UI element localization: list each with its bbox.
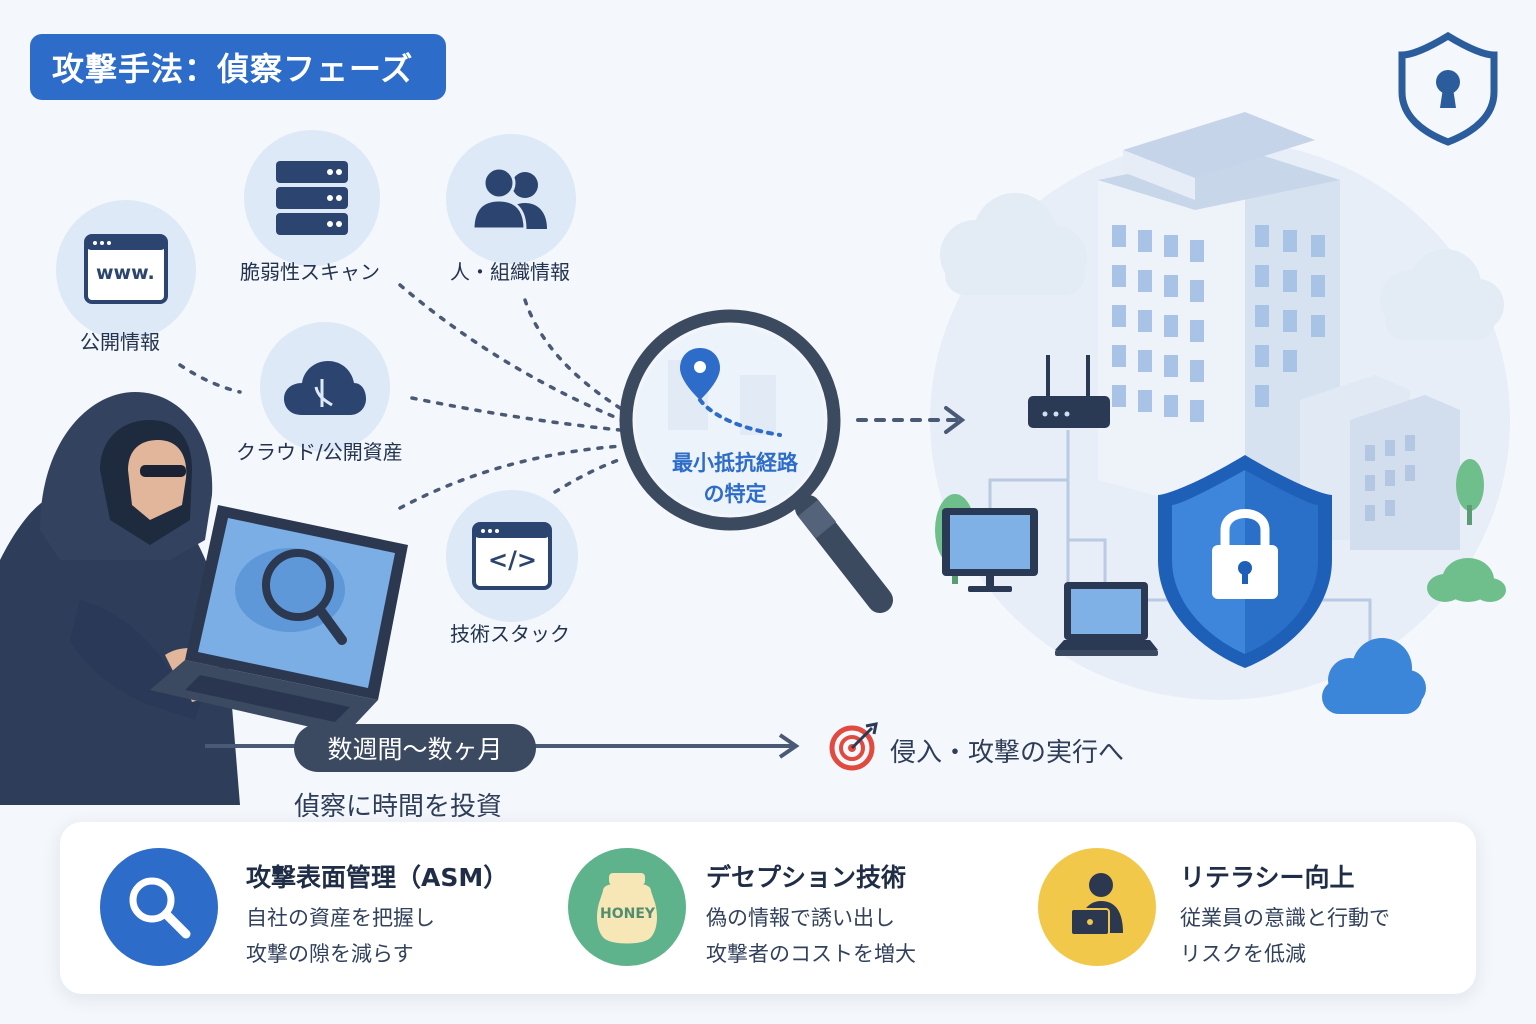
countermeasure-deception-desc-line1: 偽の情報で誘い出し: [706, 906, 895, 930]
source-people-org: [446, 134, 576, 264]
cloud-blue-icon: [1322, 638, 1426, 714]
www-label: www.: [96, 262, 155, 284]
target-icon: [829, 722, 878, 771]
countermeasure-literacy-desc-line1: 従業員の意識と行動で: [1180, 906, 1390, 930]
connector-lines: [178, 283, 626, 510]
countermeasure-asm-desc-line1: 自社の資産を把握し: [246, 906, 435, 930]
lens-caption: 最小抵抗経路 の特定: [640, 448, 830, 510]
timeline-caption: 偵察に時間を投資: [294, 792, 503, 822]
source-label-tech-stack: 技術スタック: [450, 622, 570, 646]
lens-caption-line2: の特定: [703, 482, 767, 506]
countermeasure-literacy-desc-line2: リスクを低減: [1180, 942, 1306, 966]
countermeasure-asm-title: 攻撃表面管理（ASM）: [246, 863, 509, 892]
laptop-device-icon: [1055, 582, 1158, 656]
countermeasure-literacy-icon-bg: [1038, 848, 1156, 966]
countermeasure-literacy-desc: 従業員の意識と行動で リスクを低減: [1180, 900, 1390, 972]
cloud-icon: [284, 361, 366, 415]
cloud-right-icon: [1380, 249, 1504, 340]
countermeasure-deception-title: デセプション技術: [706, 863, 907, 892]
page-title: 攻撃手法：偵察フェーズ: [30, 34, 446, 100]
code-window-icon: [472, 522, 552, 590]
monitor-icon: [942, 508, 1038, 592]
people-icon: [471, 167, 547, 231]
honey-label: HONEY: [600, 906, 656, 922]
security-shield-icon: [1158, 455, 1332, 668]
source-public-info: www.: [56, 200, 196, 340]
source-label-people-org: 人・組織情報: [450, 260, 570, 284]
attacker-laptop: [150, 505, 408, 735]
countermeasure-deception-icon-bg: HONEY: [568, 848, 686, 966]
honey-pot-icon: [597, 873, 657, 944]
arrow-to-target: [856, 406, 966, 434]
source-tech-stack: </>: [446, 490, 578, 622]
countermeasure-deception-desc: 偽の情報で誘い出し 攻撃者のコストを増大: [706, 900, 916, 972]
router-icon: [1028, 355, 1110, 428]
magnifier-icon: [129, 877, 191, 939]
magnifying-lens: [619, 309, 893, 613]
countermeasure-deception-desc-line2: 攻撃者のコストを増大: [706, 942, 916, 966]
countermeasure-asm-desc-line2: 攻撃の隙を減らす: [246, 942, 414, 966]
user-laptop-icon: [1070, 873, 1123, 936]
source-label-cloud-assets: クラウド/公開資産: [236, 440, 403, 464]
countermeasure-asm-desc: 自社の資産を把握し 攻撃の隙を減らす: [246, 900, 435, 972]
countermeasure-asm-icon-bg: [100, 848, 218, 966]
web-browser-icon: [84, 234, 168, 304]
code-symbol: </>: [488, 546, 537, 574]
cloud-left-icon: [940, 193, 1087, 295]
lens-caption-line1: 最小抵抗経路: [672, 451, 798, 475]
source-vuln-scan: [244, 130, 380, 266]
source-label-vuln-scan: 脆弱性スキャン: [240, 260, 380, 284]
server-icon: [276, 161, 348, 235]
keyhole-shield-logo: [1398, 31, 1498, 146]
hacker-figure: [0, 392, 240, 805]
countermeasure-literacy-title: リテラシー向上: [1180, 863, 1355, 892]
source-label-public-info: 公開情報: [80, 330, 160, 354]
countermeasures-panel: [60, 822, 1476, 994]
next-step-label: 侵入・攻撃の実行へ: [890, 738, 1125, 768]
duration-pill: 数週間〜数ヶ月: [294, 724, 536, 772]
source-cloud-assets: [260, 322, 390, 452]
